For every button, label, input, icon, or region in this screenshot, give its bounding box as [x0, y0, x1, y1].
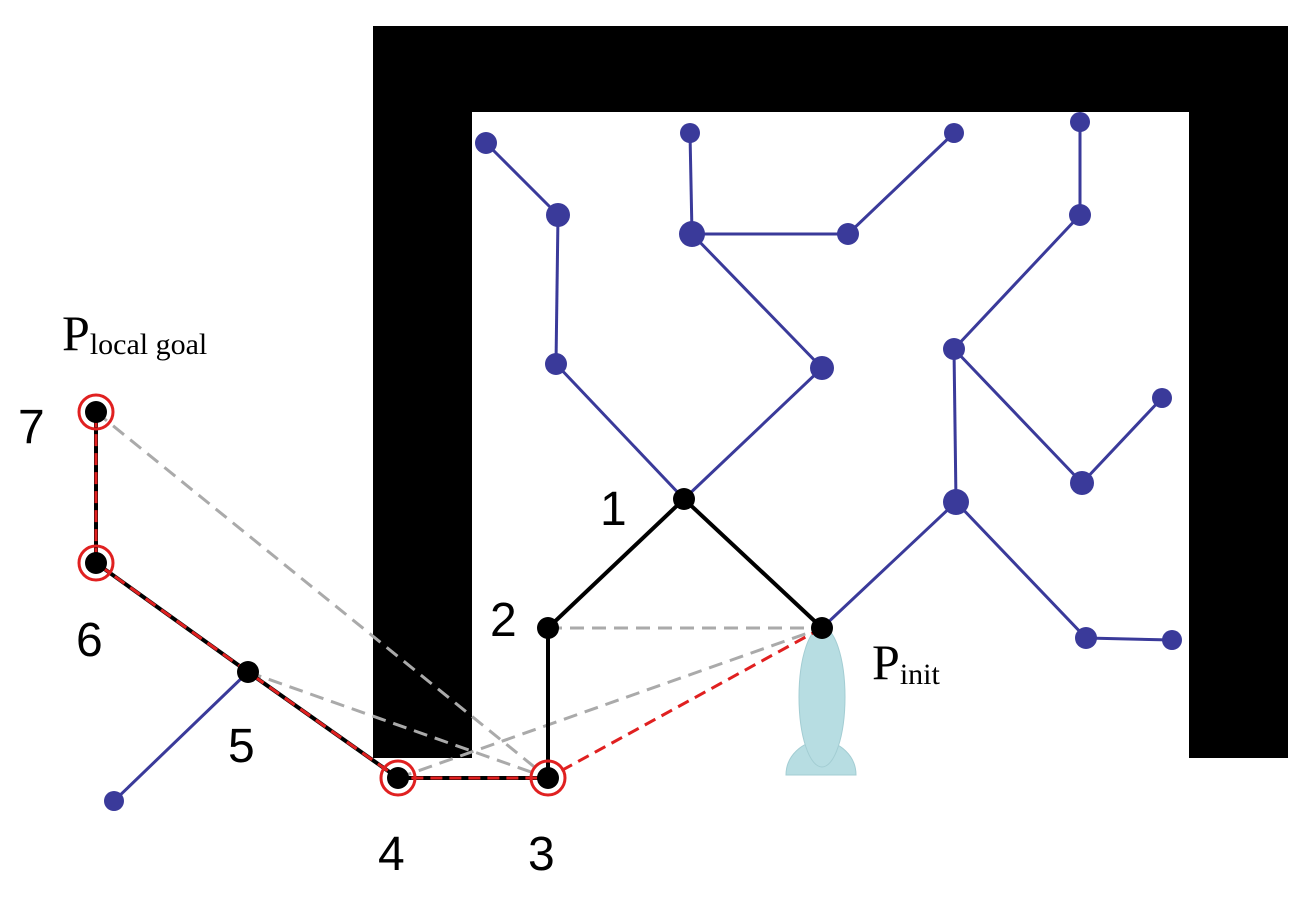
node-label-4: 4	[378, 828, 405, 881]
tree-edge	[690, 232, 824, 370]
selected-ring-6	[77, 544, 115, 582]
tree-node	[1070, 471, 1094, 495]
tree-node	[1152, 388, 1172, 408]
robot-body	[798, 626, 846, 768]
tree-edge	[846, 131, 956, 236]
tree-edge	[554, 214, 560, 365]
optimized-path-line	[94, 412, 823, 780]
init-label: Pinit	[872, 634, 940, 691]
tree-edge	[682, 366, 824, 501]
init-node	[811, 617, 833, 639]
init-main: P	[872, 634, 900, 690]
wall-right	[1189, 26, 1288, 758]
tree-node	[943, 338, 965, 360]
path-node-5	[237, 661, 259, 683]
node-label-5: 5	[228, 720, 255, 773]
path-node-2	[537, 617, 559, 639]
path-node-1	[673, 488, 695, 510]
wall-left	[373, 26, 472, 758]
tree-node	[545, 353, 567, 375]
candidate-edge	[95, 410, 549, 780]
selected-ring-7	[77, 393, 115, 431]
tree-node	[546, 203, 570, 227]
tree-node	[944, 123, 964, 143]
path-node-4	[387, 767, 409, 789]
selected-node-rings	[77, 393, 567, 797]
node-label-3: 3	[528, 828, 555, 881]
selected-ring-4	[379, 759, 417, 797]
path-node-6	[85, 552, 107, 574]
path-nodes	[85, 401, 833, 789]
tree-edge	[954, 500, 1088, 640]
node-labels: 1 2 3 4 5 6 7	[18, 401, 627, 881]
node-label-1: 1	[600, 483, 627, 536]
optimized-path	[94, 412, 823, 780]
tree-node	[1075, 627, 1097, 649]
robot-icon	[785, 626, 857, 776]
node-label-6: 6	[76, 614, 103, 667]
tree-nodes	[104, 112, 1182, 811]
tree-node	[680, 123, 700, 143]
tree-edge	[1085, 636, 1173, 642]
init-sub: init	[900, 658, 941, 691]
path-node-7	[85, 401, 107, 423]
tree-edges	[112, 122, 1173, 803]
candidate-edge	[397, 626, 823, 780]
tree-edge	[688, 132, 694, 235]
tree-edge	[952, 347, 1084, 485]
local-goal-sub: local goal	[90, 328, 207, 361]
local-goal-main: P	[62, 305, 90, 361]
tree-node	[475, 132, 497, 154]
path-node-3	[537, 767, 559, 789]
selected-ring-3	[529, 759, 567, 797]
tree-node	[1069, 204, 1091, 226]
local-goal-label: Plocal goal	[62, 305, 207, 361]
node-label-7: 7	[18, 401, 45, 454]
tree-edge	[554, 362, 686, 501]
tree-node	[810, 356, 834, 380]
tree-edge	[1080, 396, 1164, 485]
tree-edge	[112, 670, 250, 803]
tree-node	[1162, 630, 1182, 650]
tree-node	[837, 223, 859, 245]
tree-node	[943, 489, 969, 515]
tree-edge	[820, 500, 958, 630]
candidate-edge	[247, 670, 549, 780]
tree-node	[1070, 112, 1090, 132]
tree-node	[679, 221, 705, 247]
tree-edge	[952, 213, 1082, 351]
tree-edge	[484, 141, 560, 217]
wall-obstacle	[373, 26, 1288, 758]
wall-top	[373, 26, 1288, 112]
node-label-2: 2	[490, 594, 517, 647]
tree-node	[104, 791, 124, 811]
tree-edge	[952, 348, 958, 503]
